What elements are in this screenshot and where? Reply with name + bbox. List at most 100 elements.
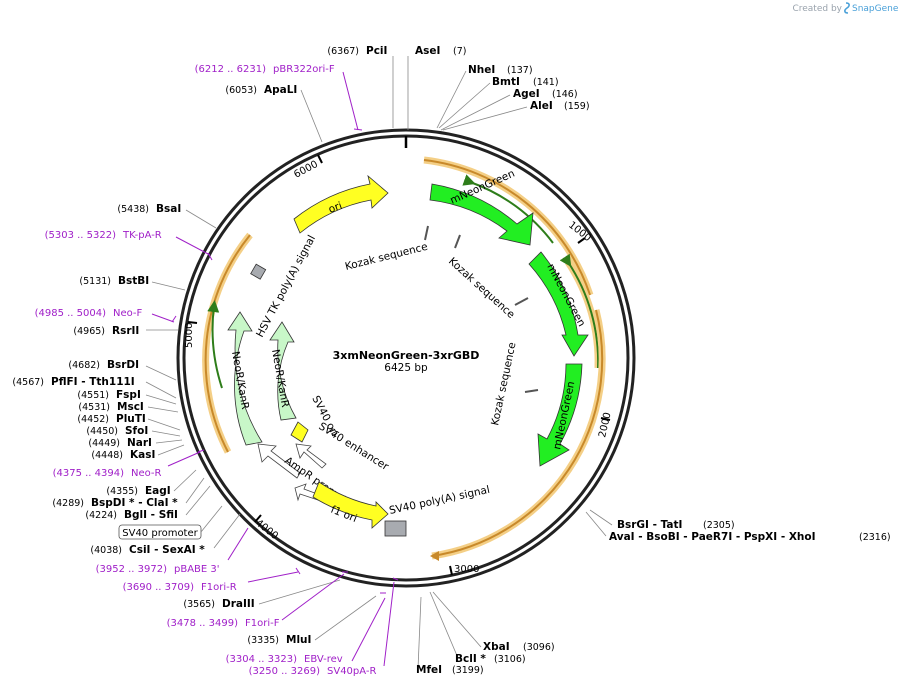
svg-text:Neo-F: Neo-F	[113, 308, 143, 319]
enzyme-label-bgli-sfii[interactable]: (4224) BglI - SfiI	[85, 509, 178, 521]
svg-text:AseI: AseI	[415, 45, 440, 57]
feature-hsv-tk-polya[interactable]: HSV TK poly(A) signal	[250, 233, 318, 339]
primer-label-sv40pa-r[interactable]: (3250 .. 3269) SV40pA-R	[249, 666, 377, 677]
enzyme-label-mfei[interactable]: MfeI (3199)	[416, 664, 484, 676]
svg-text:MluI: MluI	[286, 634, 311, 646]
svg-text:BsrDI: BsrDI	[107, 359, 139, 371]
feature-label-kozak-4: Kozak sequence	[489, 341, 518, 426]
svg-text:EagI: EagI	[145, 485, 171, 497]
svg-text:(4531): (4531)	[78, 402, 110, 413]
feature-label-neor-outer: NeoR/KanR	[229, 350, 251, 410]
primer-leader-lines	[151, 71, 399, 667]
primer-label-f1ori-r[interactable]: (3690 .. 3709) F1ori-R	[123, 582, 237, 593]
enzyme-label-csii-sexai[interactable]: (4038) CsiI - SexAI *	[90, 544, 205, 556]
enzyme-label-bmti[interactable]: BmtI (141)	[492, 76, 559, 88]
enzyme-label-avai-xhoi[interactable]: AvaI - BsoBI - PaeR7I - PspXI - XhoI (23…	[609, 531, 891, 543]
enzyme-label-bstbi[interactable]: (5131) BstBI	[79, 275, 149, 287]
feature-neor-inner[interactable]: NeoR/KanR	[269, 321, 297, 421]
svg-text:AgeI: AgeI	[513, 88, 540, 100]
enzyme-label-rsrii[interactable]: (4965) RsrII	[73, 325, 139, 337]
primer-label-ebv-rev[interactable]: (3304 .. 3323) EBV-rev	[226, 654, 343, 665]
tick-label-3000: 3000	[454, 564, 479, 575]
svg-text:(3304 .. 3323): (3304 .. 3323)	[226, 654, 298, 665]
enzyme-label-pcii[interactable]: (6367) PciI	[327, 45, 387, 57]
feature-promoter-white-2	[295, 443, 327, 469]
feature-label-kozak-2: Kozak sequence	[446, 255, 517, 321]
ruler-ticks	[187, 154, 611, 576]
feature-f1-ori[interactable]: f1 ori	[312, 481, 389, 529]
svg-text:EBV-rev: EBV-rev	[304, 654, 343, 665]
svg-text:(5131): (5131)	[79, 276, 111, 287]
tick-label-5000: 5000	[184, 323, 195, 348]
feature-label-mneongreen-3: mNeonGreen	[551, 380, 577, 450]
enzyme-label-kasi[interactable]: (4448) KasI	[91, 449, 155, 461]
svg-text:(4448): (4448)	[91, 450, 123, 461]
feature-kozak-4[interactable]: Kozak sequence	[489, 341, 539, 427]
svg-text:(4038): (4038)	[90, 545, 122, 556]
feature-kozak-3[interactable]	[514, 297, 529, 306]
svg-text:BglI - SfiI: BglI - SfiI	[124, 509, 178, 521]
enzyme-label-mlui[interactable]: (3335) MluI	[247, 634, 311, 646]
svg-text:PflFI - Tth111I: PflFI - Tth111I	[51, 376, 135, 388]
enzyme-label-alei[interactable]: AleI (159)	[530, 100, 590, 112]
enzyme-label-nhei[interactable]: NheI (137)	[468, 64, 533, 76]
svg-text:ApaLI: ApaLI	[264, 84, 297, 96]
feature-kozak-2[interactable]: Kozak sequence	[446, 234, 517, 321]
svg-text:(3565): (3565)	[183, 599, 215, 610]
svg-text:(3250 .. 3269): (3250 .. 3269)	[249, 666, 321, 677]
enzyme-label-bspdi-clai[interactable]: (4289) BspDI * - ClaI *	[52, 497, 178, 509]
feature-sv40-ori[interactable]: SV40 ori SV40 enhancer	[290, 394, 391, 474]
svg-text:(5303 .. 5322): (5303 .. 5322)	[45, 230, 117, 241]
feature-label-neor-inner: NeoR/KanR	[269, 348, 291, 408]
enzyme-label-bcli[interactable]: BclI * (3106)	[455, 653, 526, 665]
svg-text:AleI: AleI	[530, 100, 553, 112]
feature-label-ori: ori	[327, 200, 344, 216]
enzyme-label-eagi[interactable]: (4355) EagI	[106, 485, 170, 497]
svg-text:(6053): (6053)	[225, 85, 257, 96]
enzyme-label-draiii[interactable]: (3565) DraIII	[183, 598, 254, 610]
svg-text:(5438): (5438)	[117, 204, 149, 215]
primer-label-pbr322ori-f[interactable]: (6212 .. 6231) pBR322ori-F	[195, 64, 335, 75]
svg-text:Neo-R: Neo-R	[131, 468, 162, 479]
backbone-outer	[176, 128, 636, 588]
svg-text:BstBI: BstBI	[118, 275, 149, 287]
svg-text:(159): (159)	[564, 101, 590, 112]
enzyme-label-agei[interactable]: AgeI (146)	[513, 88, 578, 100]
svg-text:(3952 .. 3972): (3952 .. 3972)	[96, 564, 168, 575]
feature-label-kozak-1: Kozak sequence	[344, 241, 429, 273]
plasmid-name: 3xmNeonGreen-3xrGBD	[333, 349, 480, 362]
primer-label-pbabe-3[interactable]: (3952 .. 3972) pBABE 3'	[96, 564, 220, 575]
svg-text:(137): (137)	[507, 65, 533, 76]
tick-label-6000: 6000	[292, 159, 320, 181]
enzyme-label-msci[interactable]: (4531) MscI	[78, 401, 143, 413]
enzyme-label-sfoi[interactable]: (4450) SfoI	[86, 425, 148, 437]
enzyme-label-bsrgi-tati[interactable]: BsrGI - TatI (2305)	[617, 519, 735, 531]
enzyme-label-fspi[interactable]: (4551) FspI	[77, 389, 140, 401]
primer-label-neo-f[interactable]: (4985 .. 5004) Neo-F	[35, 308, 143, 319]
svg-text:(146): (146)	[552, 89, 578, 100]
feature-ori[interactable]: ori	[293, 174, 389, 234]
primer-label-neo-r[interactable]: (4375 .. 4394) Neo-R	[53, 468, 162, 479]
svg-text:XbaI: XbaI	[483, 641, 510, 653]
svg-text:NheI: NheI	[468, 64, 495, 76]
credit-prefix: Created by	[792, 4, 842, 14]
enzyme-label-pluti[interactable]: (4452) PluTI	[77, 413, 145, 425]
feature-kozak-1[interactable]: Kozak sequence	[344, 225, 429, 273]
primer-label-f1ori-f[interactable]: (3478 .. 3499) F1ori-F	[167, 618, 280, 629]
enzyme-label-bsrdi[interactable]: (4682) BsrDI	[68, 359, 139, 371]
svg-text:(3478 .. 3499): (3478 .. 3499)	[167, 618, 239, 629]
enzyme-label-apali[interactable]: (6053) ApaLI	[225, 84, 297, 96]
svg-text:(4452): (4452)	[77, 414, 109, 425]
enzyme-label-nari[interactable]: (4449) NarI	[88, 437, 152, 449]
feature-sv40-polya[interactable]: SV40 poly(A) signal	[384, 484, 491, 537]
svg-text:pBR322ori-F: pBR322ori-F	[273, 64, 335, 75]
enzyme-label-xbai[interactable]: XbaI (3096)	[483, 641, 555, 653]
feature-label-sv40-polya: SV40 poly(A) signal	[388, 484, 491, 517]
enzyme-label-asei[interactable]: AseI (7)	[415, 45, 466, 57]
enzyme-label-pflfi-tth111i[interactable]: (4567) PflFI - Tth111I	[12, 376, 134, 388]
enzyme-label-bsai[interactable]: (5438) BsaI	[117, 203, 181, 215]
sv40-promoter-box[interactable]: SV40 promoter	[118, 505, 223, 540]
feature-mneongreen-3[interactable]: mNeonGreen	[537, 363, 583, 467]
primer-label-tk-pa-r[interactable]: (5303 .. 5322) TK-pA-R	[45, 230, 162, 241]
svg-text:(4224): (4224)	[85, 510, 117, 521]
